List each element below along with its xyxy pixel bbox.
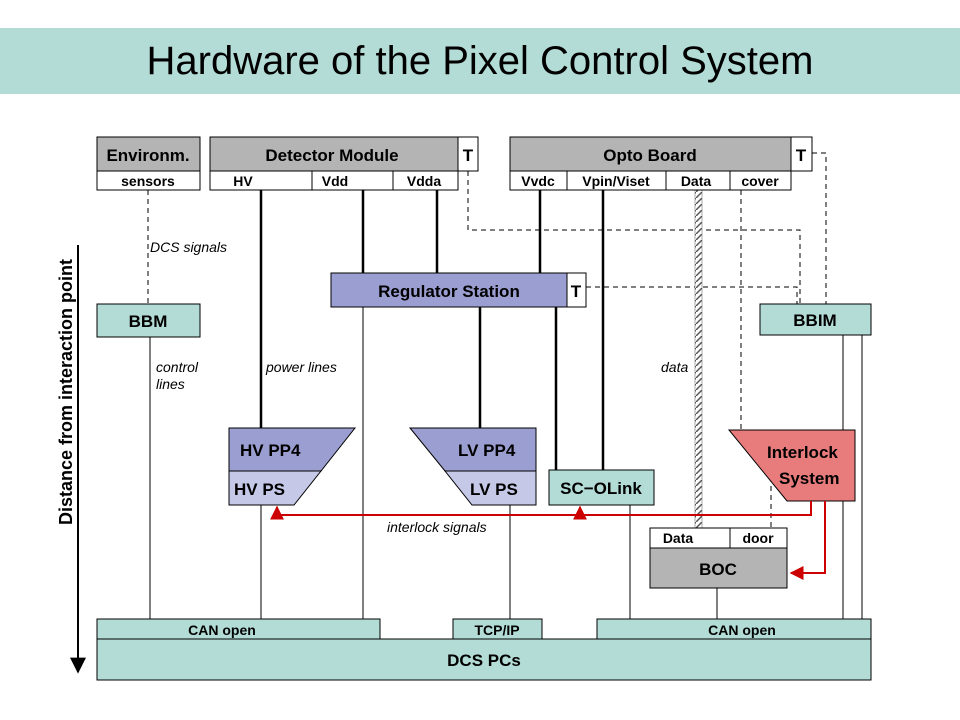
sc-olink-label: SC−OLink	[560, 479, 642, 498]
can-open-right-label: CAN open	[708, 622, 776, 638]
data-annotation: data	[661, 359, 688, 375]
regulator-station-t-box	[566, 272, 587, 308]
dcs-pcs-label: DCS PCs	[447, 651, 521, 670]
opto-board-label: Opto Board	[603, 146, 697, 165]
bbim-label: BBIM	[793, 311, 836, 330]
bbm-box	[96, 303, 201, 338]
can-open-left-label: CAN open	[188, 622, 256, 638]
detector-module-t-box	[457, 136, 479, 172]
sensors-label: sensors	[121, 173, 175, 189]
boc-label: BOC	[699, 560, 737, 579]
detector-module-label: Detector Module	[265, 146, 398, 165]
hv-box	[209, 170, 313, 191]
lv-ps-box	[443, 470, 537, 506]
interlock-to-hvps	[270, 501, 812, 520]
opto-board-box	[509, 136, 792, 172]
regulator-station-box	[330, 272, 568, 308]
distance-axis-label: Distance from interaction point	[56, 259, 76, 525]
vdda-label: Vdda	[407, 173, 441, 189]
rs-temp-line	[586, 286, 798, 304]
interlock-system-label-2: System	[779, 469, 839, 488]
boc-box	[649, 547, 788, 589]
bbm-label: BBM	[129, 312, 168, 331]
sc-olink-box	[548, 469, 655, 506]
dcs-signals-annotation: DCS signals	[150, 239, 227, 255]
environm-box	[96, 136, 201, 172]
vvdc-label: Vvdc	[521, 173, 555, 189]
opto-board-t-box	[790, 136, 813, 172]
vdd-label: Vdd	[322, 173, 348, 189]
bbim-box	[759, 303, 872, 336]
control-lines-annotation-1: control	[156, 359, 199, 375]
lv-ps-label: LV PS	[470, 480, 518, 499]
cover-box	[729, 170, 792, 191]
data-label: Data	[681, 173, 712, 189]
interlock-to-boc	[789, 501, 826, 580]
vpin-viset-label: Vpin/Viset	[582, 173, 650, 189]
dm-temp-line	[467, 171, 801, 304]
interlock-system-box	[727, 429, 856, 502]
interlock-signal-lines	[270, 501, 826, 580]
vdda-box	[392, 170, 459, 191]
interlock-signals-annotation: interlock signals	[387, 519, 487, 535]
tcp-ip-label: TCP/IP	[474, 622, 519, 638]
boc-door-label: door	[742, 530, 774, 546]
sensors-box	[96, 170, 201, 191]
dcs-pcs-box	[96, 638, 872, 681]
hv-ps-label: HV PS	[234, 480, 285, 499]
interlock-system-label-1: Interlock	[767, 443, 838, 462]
detector-module-t-label: T	[463, 146, 474, 165]
environm-label: Environm.	[106, 146, 189, 165]
title-bar: Hardware of the Pixel Control System	[0, 28, 960, 94]
regulator-station-t-label: T	[571, 282, 582, 301]
hv-label: HV	[233, 173, 253, 189]
cover-label: cover	[741, 173, 779, 189]
page-title: Hardware of the Pixel Control System	[146, 39, 814, 83]
lv-pp4-label: LV PP4	[458, 441, 516, 460]
regulator-station-label: Regulator Station	[378, 282, 520, 301]
boc-data-label: Data	[663, 530, 694, 546]
hv-pp4-label: HV PP4	[240, 441, 301, 460]
hv-ps-box	[228, 470, 323, 506]
power-lines-annotation: power lines	[265, 359, 337, 375]
control-lines-annotation-2: lines	[156, 376, 185, 392]
opto-board-t-label: T	[796, 146, 807, 165]
ob-temp-line	[812, 152, 827, 304]
data-fibre	[694, 189, 703, 531]
